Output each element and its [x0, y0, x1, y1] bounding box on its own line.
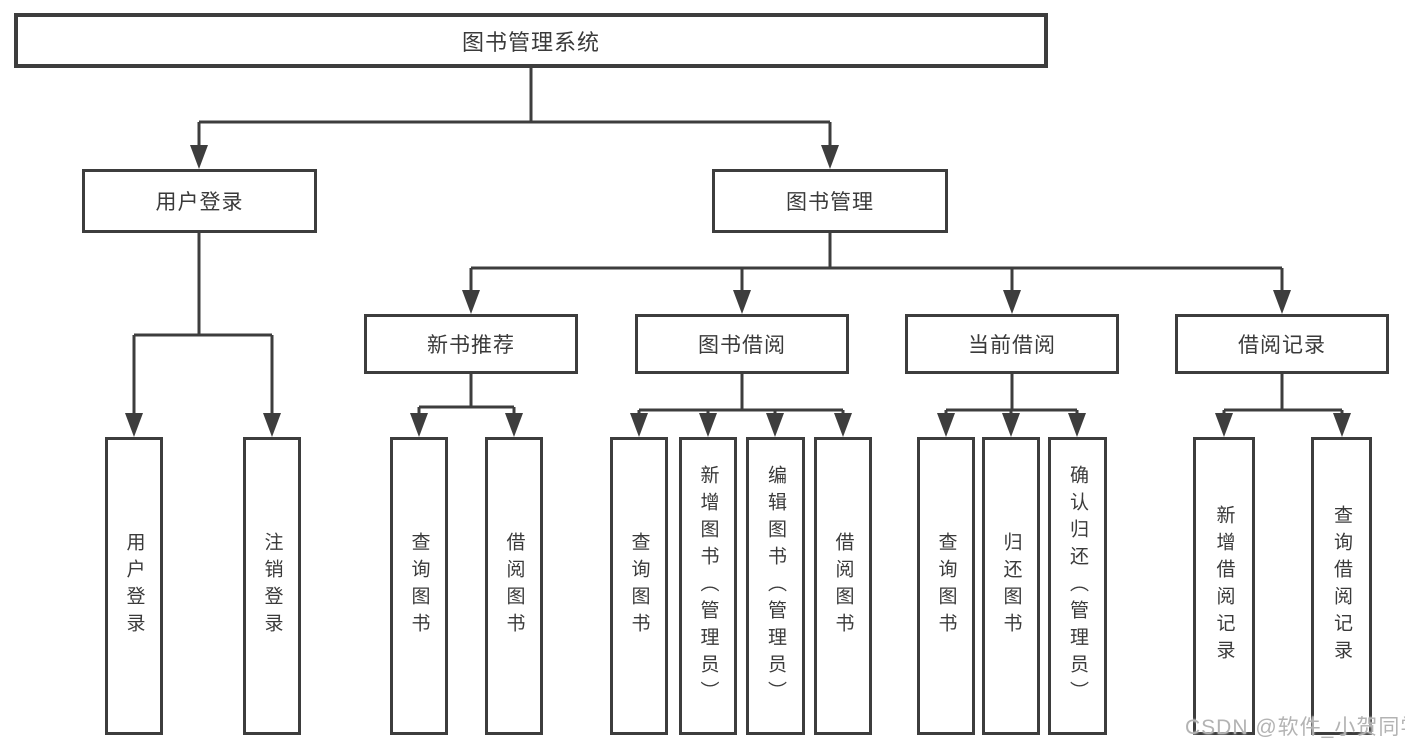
node-leaf-query-book-2: 查询图书 — [610, 437, 668, 735]
arrowheads — [125, 145, 1351, 437]
node-leaf-borrow-book-1: 借阅图书 — [485, 437, 543, 735]
node-label: 用户登录 — [123, 532, 145, 640]
arrow-down-icon — [766, 413, 784, 437]
arrow-down-icon — [505, 413, 523, 437]
arrow-down-icon — [1002, 413, 1020, 437]
connector-borrowrecord-to-leaves — [1222, 374, 1344, 416]
node-leaf-add-book-admin: 新增图书（管理员） — [679, 437, 737, 735]
node-borrow-record: 借阅记录 — [1175, 314, 1389, 374]
arrow-down-icon — [821, 145, 839, 169]
node-leaf-add-borrow-record: 新增借阅记录 — [1193, 437, 1255, 735]
node-label: 编辑图书（管理员） — [765, 464, 786, 708]
node-label: 新书推荐 — [427, 334, 515, 357]
arrow-down-icon — [1273, 290, 1291, 314]
node-book-manage: 图书管理 — [712, 169, 948, 233]
arrow-down-icon — [834, 413, 852, 437]
node-leaf-return-book: 归还图书 — [982, 437, 1040, 735]
node-label: 查询图书 — [935, 532, 957, 640]
arrow-down-icon — [125, 413, 143, 437]
node-leaf-user-login: 用户登录 — [105, 437, 163, 735]
csdn-watermark: CSDN @软件_小贺同学 — [1185, 716, 1405, 739]
arrow-down-icon — [410, 413, 428, 437]
arrow-down-icon — [630, 413, 648, 437]
node-label: 确认归还（管理员） — [1067, 464, 1088, 708]
node-new-book-recommend: 新书推荐 — [364, 314, 578, 374]
node-label: 用户登录 — [155, 191, 244, 214]
arrow-down-icon — [263, 413, 281, 437]
connector-root-to-level2 — [197, 68, 832, 148]
node-label: 归还图书 — [1000, 532, 1022, 640]
node-label: 新增图书（管理员） — [697, 464, 719, 708]
node-label: 借阅图书 — [832, 532, 854, 640]
node-label: 查询借阅记录 — [1331, 505, 1352, 667]
node-root-system: 图书管理系统 — [14, 13, 1048, 68]
node-leaf-logout: 注销登录 — [243, 437, 301, 735]
node-label: 新增借阅记录 — [1213, 505, 1235, 667]
node-leaf-confirm-return-admin: 确认归还（管理员） — [1048, 437, 1107, 735]
arrow-down-icon — [190, 145, 208, 169]
node-label: 借阅图书 — [503, 532, 525, 640]
arrow-down-icon — [733, 290, 751, 314]
connector-currentborrow-to-leaves — [944, 374, 1079, 416]
connector-newbook-to-leaves — [417, 374, 516, 416]
node-book-borrow: 图书借阅 — [635, 314, 849, 374]
node-label: 图书管理系统 — [461, 29, 600, 55]
connector-bookborrow-to-leaves — [637, 374, 845, 416]
arrow-down-icon — [937, 413, 955, 437]
arrow-down-icon — [1215, 413, 1233, 437]
connector-bookmanage-to-level3 — [469, 233, 1284, 293]
node-leaf-query-book-3: 查询图书 — [917, 437, 975, 735]
node-user-login: 用户登录 — [82, 169, 317, 233]
arrow-down-icon — [1068, 413, 1086, 437]
node-current-borrow: 当前借阅 — [905, 314, 1119, 374]
node-leaf-query-book-1: 查询图书 — [390, 437, 448, 735]
node-label: 图书管理 — [786, 191, 874, 214]
arrow-down-icon — [1003, 290, 1021, 314]
arrow-down-icon — [1333, 413, 1351, 437]
node-label: 借阅记录 — [1238, 334, 1326, 357]
node-label: 图书借阅 — [698, 334, 786, 357]
node-leaf-borrow-book-2: 借阅图书 — [814, 437, 872, 735]
node-leaf-query-borrow-record: 查询借阅记录 — [1311, 437, 1372, 735]
connector-userlogin-to-leaves — [132, 233, 274, 416]
node-leaf-edit-book-admin: 编辑图书（管理员） — [746, 437, 805, 735]
node-label: 注销登录 — [261, 532, 283, 640]
arrow-down-icon — [699, 413, 717, 437]
node-label: 当前借阅 — [968, 334, 1056, 357]
node-label: 查询图书 — [408, 532, 430, 640]
arrow-down-icon — [462, 290, 480, 314]
node-label: 查询图书 — [628, 532, 650, 640]
